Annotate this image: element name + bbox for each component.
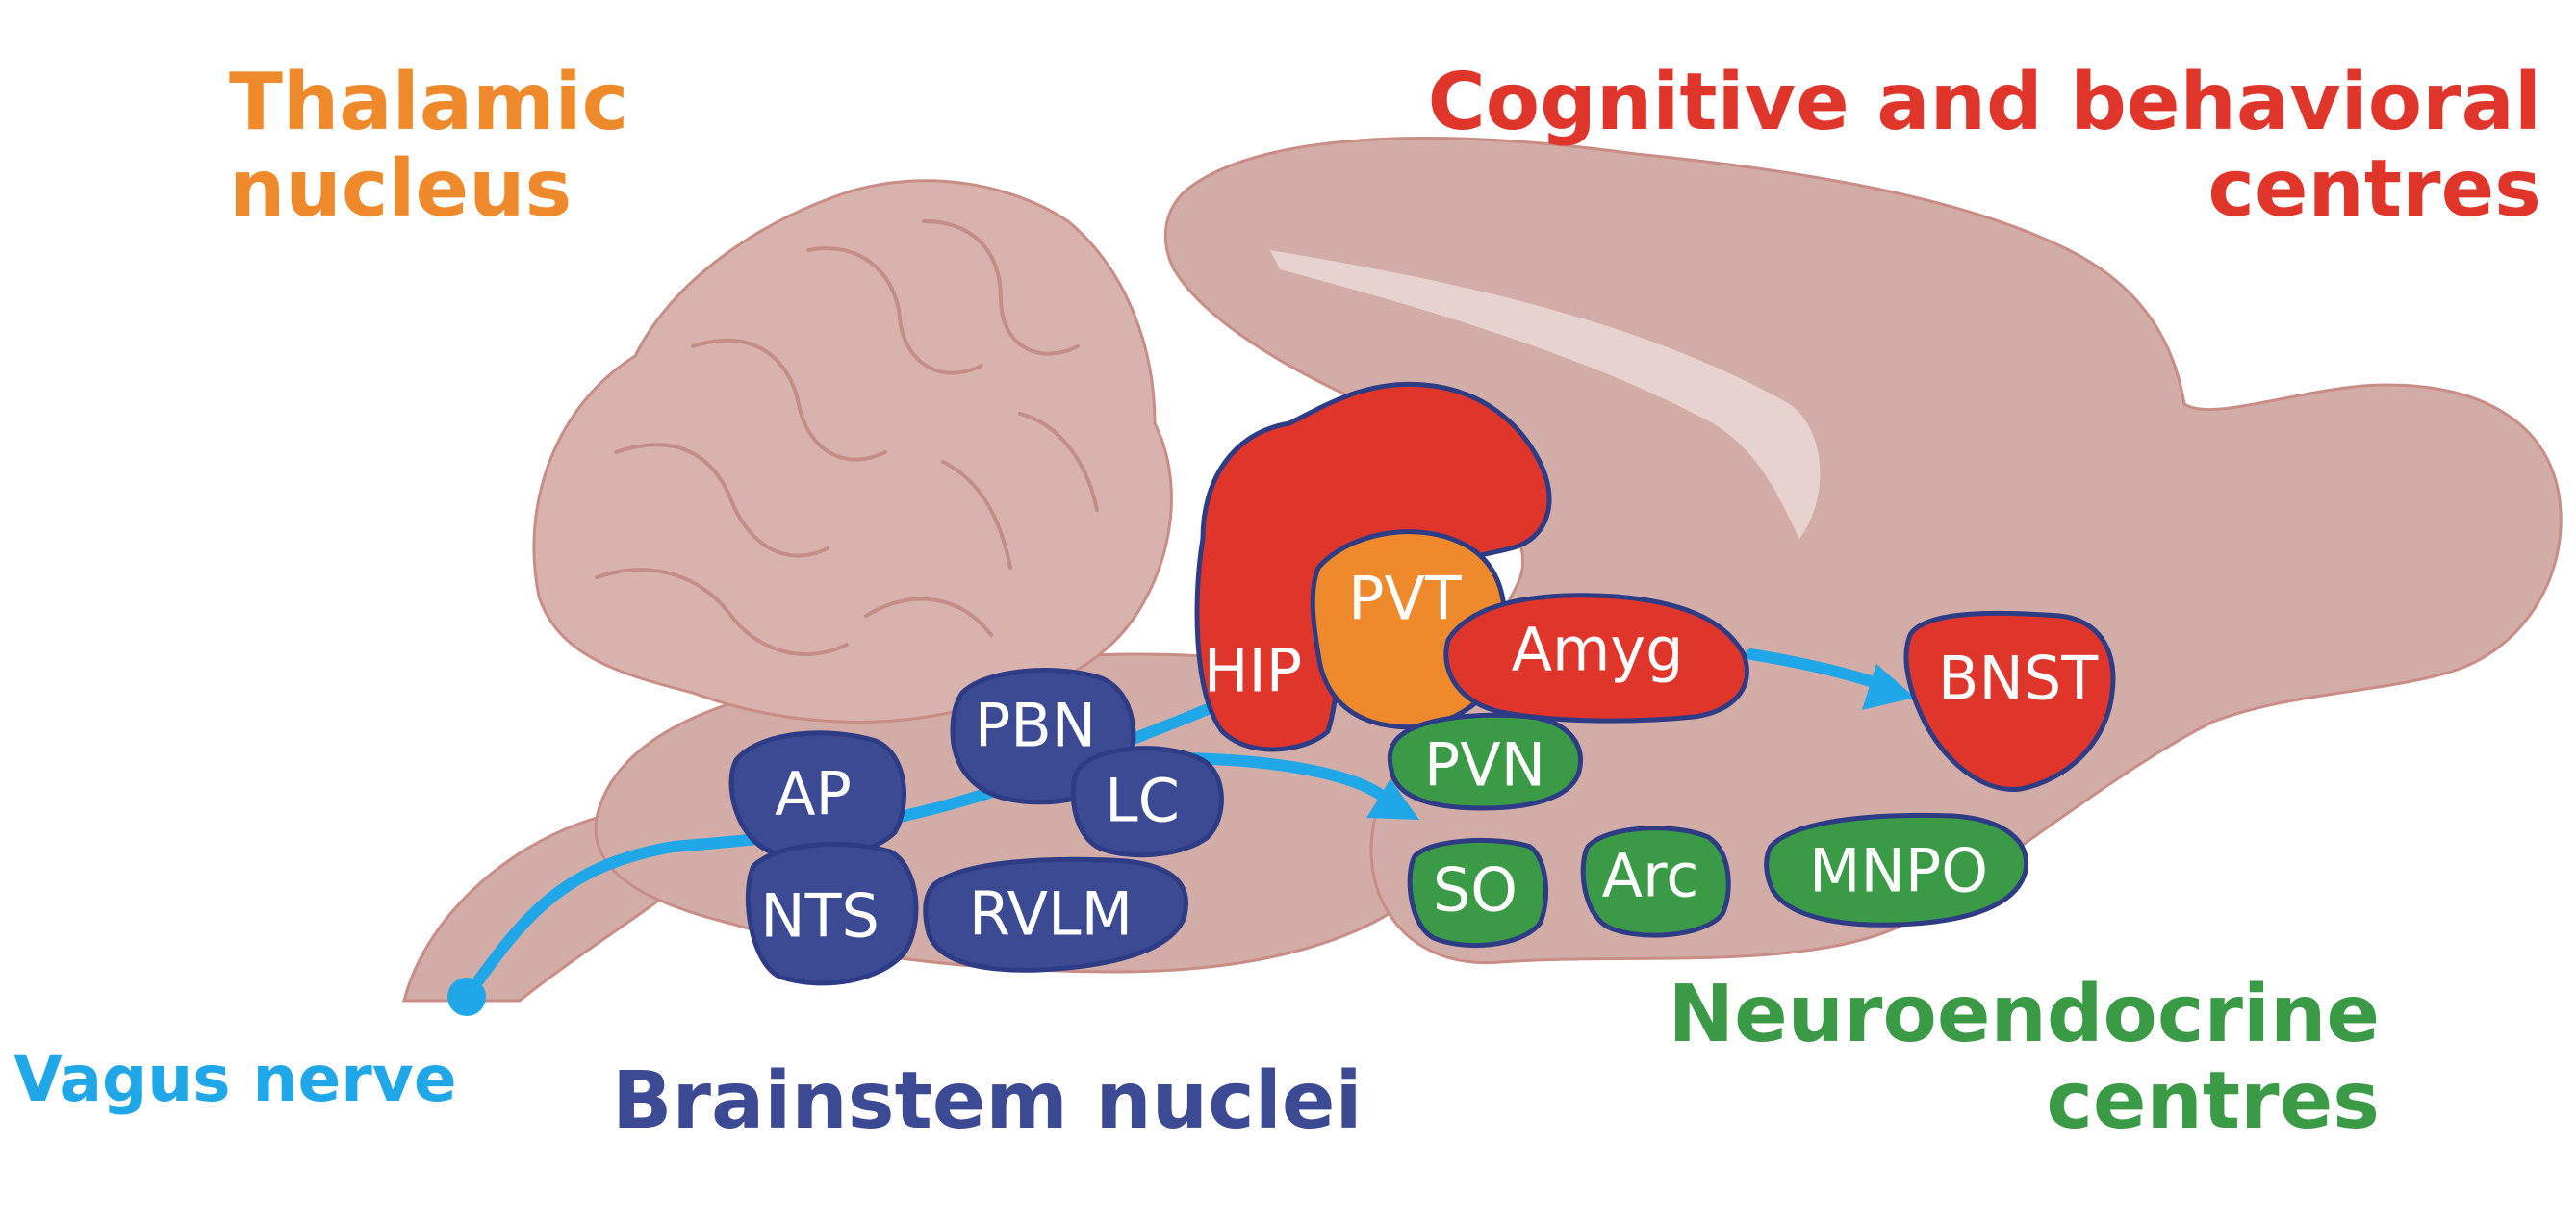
brainstem-nuclei-caption: Brainstem nuclei <box>612 1055 1363 1147</box>
cognitive-caption-line2: centres <box>2207 143 2541 236</box>
pvt-label: PVT <box>1348 564 1463 634</box>
arrowhead-to-bnst <box>1862 664 1915 710</box>
thalamic-caption-line1: Thalamic <box>229 57 629 148</box>
neuroendocrine-caption-line2: centres <box>2046 1055 2380 1148</box>
nucleus-rvlm: RVLM <box>923 856 1188 973</box>
neuroendocrine-caption: Neuroendocrine centres <box>1668 969 2380 1148</box>
thalamic-caption: Thalamic nucleus <box>229 57 629 236</box>
hip-label: HIP <box>1204 636 1302 706</box>
nucleus-lc: LC <box>1070 746 1224 858</box>
mnpo-label: MNPO <box>1809 836 1988 906</box>
pvn-label: PVN <box>1424 730 1545 801</box>
lc-label: LC <box>1105 766 1180 836</box>
nucleus-so: SO <box>1407 837 1549 948</box>
neuroendocrine-caption-line1: Neuroendocrine <box>1668 969 2380 1060</box>
ap-label: AP <box>775 759 852 829</box>
pbn-label: PBN <box>975 691 1096 761</box>
amyg-label: Amyg <box>1512 615 1684 685</box>
nucleus-mnpo: MNPO <box>1764 812 2029 928</box>
nucleus-pvn: PVN <box>1387 712 1584 811</box>
nucleus-nts: NTS <box>746 841 919 986</box>
nucleus-amyg: Amyg <box>1443 593 1749 724</box>
bnst-label: BNST <box>1938 644 2099 714</box>
nucleus-bnst: BNST <box>1903 610 2116 792</box>
arrowhead-to-pvn <box>1366 779 1419 820</box>
arc-label: Arc <box>1602 841 1699 911</box>
cognitive-caption: Cognitive and behavioral centres <box>1427 57 2541 236</box>
vagus-nerve-caption: Vagus nerve <box>13 1042 457 1116</box>
so-label: SO <box>1433 855 1518 926</box>
vagus-nerve-endpoint <box>447 978 486 1016</box>
nucleus-ap: AP <box>728 730 906 861</box>
nucleus-arc: Arc <box>1580 826 1731 938</box>
nts-label: NTS <box>760 881 880 952</box>
cognitive-caption-line1: Cognitive and behavioral <box>1427 57 2541 148</box>
rvlm-label: RVLM <box>969 879 1133 950</box>
thalamic-caption-line2: nucleus <box>229 143 573 236</box>
